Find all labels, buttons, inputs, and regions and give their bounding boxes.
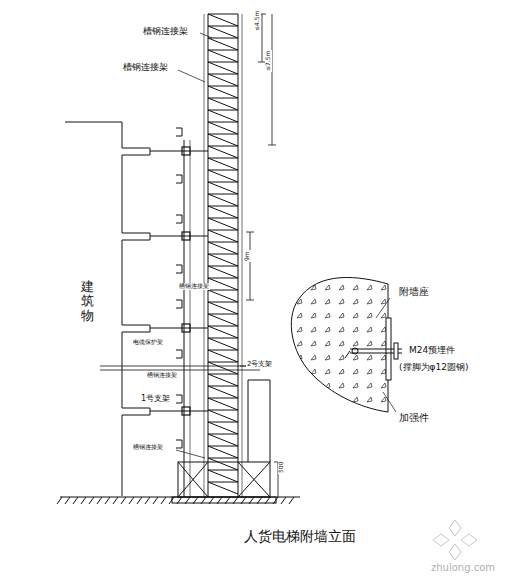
dimension-text: 9m [244,250,251,262]
part-label: 槽钢连接架 [146,372,178,379]
part-label: 槽钢连接架 [132,444,164,451]
part-label: 2号支架 [246,360,273,368]
anchor-detail [291,277,402,412]
part-label: 槽钢连接架 [142,26,189,36]
part-label: (撑脚为φ12圆钢) [398,362,469,372]
building-outline [65,122,150,496]
part-label: 加强件 [398,412,430,424]
dimension-text: ≤7.5m [265,50,272,72]
cage-guide [184,140,190,497]
dimension-text: 500 [278,461,285,474]
part-label: 建筑物 [80,280,95,323]
part-label: 槽钢连接架 [122,62,169,72]
part-label: 1号支架 [140,394,171,403]
watermark-logo [433,520,477,560]
dimension-line [246,14,282,497]
ground [57,497,300,504]
part-label: M24预埋件 [408,345,456,355]
part-label: 附墙座 [398,286,430,298]
part-label: 槽钢连接架 [178,283,210,290]
watermark: zhulong.com [430,562,496,574]
leader-line [176,33,396,458]
mast-section [204,14,242,497]
base-enclosure [172,380,276,503]
caption: 人货电梯附墙立面 [243,528,357,544]
dimension-text: ≤4.5m [254,10,261,32]
part-label: 电缆保护架 [132,339,164,346]
wall-tie [100,147,260,415]
